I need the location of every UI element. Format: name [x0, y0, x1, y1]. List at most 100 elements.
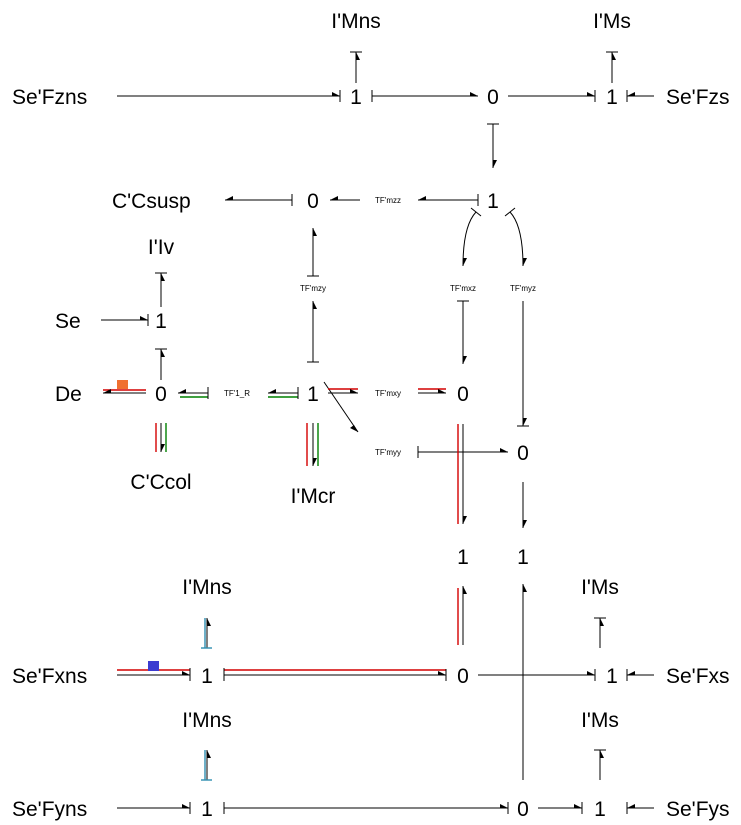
junction-1-y-left[interactable]: 1 [201, 798, 213, 821]
bond-1mcr-tfmyy[interactable] [323, 381, 359, 433]
junction-1-x-right[interactable]: 1 [606, 665, 618, 688]
label-c-ccol[interactable]: C'Ccol [130, 471, 191, 494]
arrowhead-right [438, 389, 446, 393]
arrowhead-up [207, 750, 211, 758]
arrowhead-down [523, 520, 527, 528]
junction-1-top-left[interactable]: 1 [350, 86, 362, 109]
tf-mzy[interactable]: TF'mzy [300, 284, 326, 293]
arrowhead-right [438, 671, 446, 675]
label-i-mns-mid[interactable]: I'Mns [182, 576, 232, 599]
junction-0-top[interactable]: 0 [487, 86, 499, 109]
tf-mxy[interactable]: TF'mxy [375, 389, 401, 398]
junction-1-mcr[interactable]: 1 [307, 383, 319, 406]
arrowhead-down [523, 418, 527, 426]
bond-1mzz-tfmyz[interactable] [509, 211, 524, 267]
orange-marker[interactable] [117, 380, 128, 389]
arrowhead-down [463, 258, 467, 266]
arrowhead-down [463, 516, 467, 524]
junction-1-top-right[interactable]: 1 [606, 86, 618, 109]
label-i-ms-top[interactable]: I'Ms [593, 10, 631, 33]
junctions: 1 0 1 0 1 1 0 1 0 0 1 1 1 0 1 1 0 1 [155, 86, 618, 821]
arrowhead-right [574, 804, 582, 808]
arrowhead-left [268, 389, 276, 393]
arrowhead-up [313, 228, 317, 236]
junction-0-mxy[interactable]: 0 [457, 383, 469, 406]
label-se-fzns[interactable]: Se'Fzns [12, 86, 87, 109]
arrowhead-up [207, 618, 211, 626]
tf-myy[interactable]: TF'myy [375, 448, 401, 457]
arrowhead-right [140, 316, 148, 320]
junction-1-x-left[interactable]: 1 [201, 665, 213, 688]
tf-myz[interactable]: TF'myz [510, 284, 536, 293]
arrowhead-down [313, 458, 317, 466]
blue-marker[interactable] [148, 661, 159, 671]
arrowhead-up [523, 584, 527, 592]
arrowhead-down [463, 356, 467, 364]
arrowhead-down [493, 160, 497, 168]
junction-1-iv[interactable]: 1 [155, 310, 167, 333]
junction-0-x[interactable]: 0 [457, 665, 469, 688]
arrowhead-up [612, 52, 616, 60]
arrowhead-left [225, 196, 233, 200]
arrowhead-up [313, 301, 317, 309]
label-se-fxs[interactable]: Se'Fxs [666, 665, 730, 688]
arrowhead-up [356, 52, 360, 60]
label-i-mns-low[interactable]: I'Mns [182, 709, 232, 732]
label-i-iv[interactable]: I'Iv [148, 236, 175, 259]
label-se-fyns[interactable]: Se'Fyns [12, 798, 87, 821]
arrowhead-right [182, 804, 190, 808]
label-i-mcr[interactable]: I'Mcr [291, 485, 336, 508]
causal-stroke [470, 207, 482, 217]
bonds [101, 52, 654, 809]
arrowhead-down [161, 444, 165, 452]
junction-0-myy[interactable]: 0 [517, 442, 529, 465]
label-de[interactable]: De [55, 383, 82, 406]
arrowhead-left [627, 92, 635, 96]
arrowhead-left [178, 389, 186, 393]
label-i-ms-low[interactable]: I'Ms [581, 709, 619, 732]
arrowhead-up [600, 750, 604, 758]
arrowhead-right [332, 92, 340, 96]
label-i-ms-mid[interactable]: I'Ms [581, 576, 619, 599]
label-se[interactable]: Se [55, 310, 81, 333]
arrowhead-down [523, 258, 527, 266]
arrowhead-right [500, 804, 508, 808]
label-se-fxns[interactable]: Se'Fxns [12, 665, 87, 688]
junction-1-mid-left[interactable]: 1 [457, 546, 469, 569]
transformers: TF'mzz TF'mzy TF'mxz TF'myz TF'1_R TF'mx… [224, 196, 536, 457]
arrowhead-up [161, 349, 165, 357]
bond-ends [103, 51, 635, 814]
causal-stroke [504, 207, 516, 217]
junction-0-y[interactable]: 0 [517, 798, 529, 821]
arrowhead-left [418, 196, 426, 200]
arrowhead-up [161, 273, 165, 281]
arrowhead-left [627, 804, 635, 808]
arrowhead-right [587, 671, 595, 675]
arrowhead-left [103, 389, 111, 393]
arrowhead-left [330, 196, 338, 200]
junction-0-de[interactable]: 0 [155, 383, 167, 406]
label-se-fys[interactable]: Se'Fys [666, 798, 730, 821]
label-c-csusp[interactable]: C'Csusp [112, 190, 191, 213]
label-se-fzs[interactable]: Se'Fzs [666, 86, 730, 109]
arrowhead-right [182, 671, 190, 675]
arrowhead-right [500, 448, 508, 452]
arrowhead-up [600, 618, 604, 626]
tf-mxz[interactable]: TF'mxz [450, 284, 476, 293]
junction-1-y-right[interactable]: 1 [594, 798, 606, 821]
junction-0-susp[interactable]: 0 [307, 190, 319, 213]
junction-1-mzz[interactable]: 1 [487, 190, 499, 213]
junction-1-mid-right[interactable]: 1 [517, 546, 529, 569]
arrowhead-right [470, 92, 478, 96]
arrowhead-right [587, 92, 595, 96]
element-labels: I'Mns I'Ms Se'Fzns Se'Fzs C'Csusp I'Iv S… [12, 10, 730, 821]
arrowhead-down-right [350, 425, 358, 432]
tf-1-r[interactable]: TF'1_R [224, 389, 250, 398]
tf-mzz[interactable]: TF'mzz [375, 196, 401, 205]
label-i-mns-top[interactable]: I'Mns [331, 10, 381, 33]
arrowhead-up [463, 586, 467, 594]
arrowhead-right [350, 389, 358, 393]
bond-1mzz-tfmxz[interactable] [462, 211, 477, 267]
